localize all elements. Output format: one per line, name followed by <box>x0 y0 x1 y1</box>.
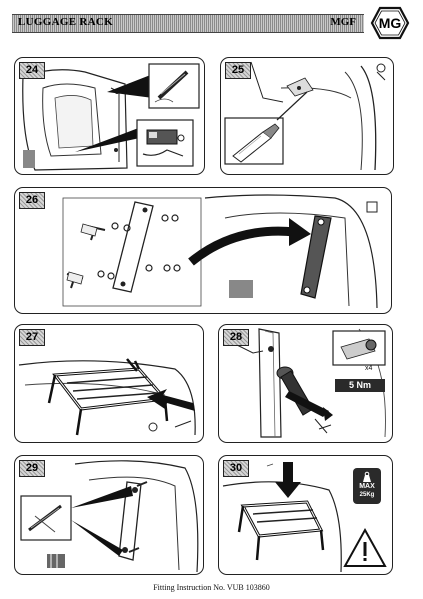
max-label: MAX <box>359 483 375 490</box>
step-24-number: 24 <box>19 62 45 79</box>
max-load-badge: MAX 25Kg <box>353 468 381 504</box>
step-24-illustration <box>22 63 200 171</box>
weight-icon <box>363 471 371 482</box>
step-26-illustration <box>62 194 378 309</box>
step-25-illustration <box>224 61 386 171</box>
step-26-panel: 26 <box>14 187 392 314</box>
header-bar: LUGGAGE RACK MGF <box>12 14 364 33</box>
step-27-number: 27 <box>19 329 45 346</box>
model-name: MGF <box>330 16 356 28</box>
logo-text: MG <box>379 15 402 31</box>
step-30-illustration <box>222 462 387 573</box>
fitting-instruction-number: Fitting Instruction No. VUB 103860 <box>153 583 270 592</box>
step-30-panel: 30 MAX 25Kg <box>218 455 393 575</box>
step-28-number: 28 <box>223 329 249 346</box>
step-27-panel: 27 <box>14 324 204 443</box>
step-29-illustration <box>20 460 199 573</box>
step-29-number: 29 <box>19 460 45 477</box>
max-load-value: 25Kg <box>359 492 375 498</box>
step-27-illustration <box>18 358 196 436</box>
bolt-quantity-label: x4 <box>365 365 373 372</box>
step-25-number: 25 <box>225 62 251 79</box>
step-30-number: 30 <box>223 460 249 477</box>
step-29-panel: 29 <box>14 455 204 575</box>
step-25-panel: 25 <box>220 57 394 175</box>
step-24-panel: 24 <box>14 57 205 175</box>
page-title: LUGGAGE RACK <box>18 16 113 28</box>
torque-label: 5 Nm <box>335 379 385 392</box>
step-28-illustration <box>236 328 386 438</box>
mg-logo: MG <box>370 6 410 40</box>
step-26-number: 26 <box>19 192 45 209</box>
step-28-panel: 28 x4 5 Nm <box>218 324 393 443</box>
